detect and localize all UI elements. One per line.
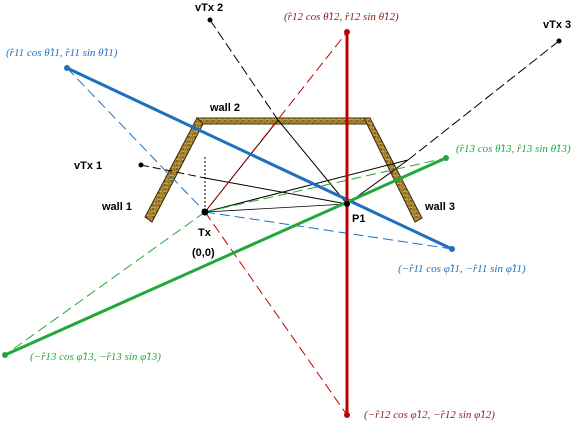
green-bottom-point [2, 352, 8, 358]
green-dashed-1 [204, 157, 447, 213]
vtx1-label: vTx 1 [74, 160, 102, 172]
vtx3-point [556, 38, 562, 44]
blue-solid-line [66, 66, 453, 251]
wall-1-shape [144, 117, 204, 223]
tx-point [201, 208, 209, 216]
red-top-coord-label: (r̂12 cos θ̂12, r̂12 sin θ̂12) [284, 11, 399, 23]
green-solid-line [4, 156, 447, 357]
vtx3-dashed-line [407, 40, 560, 161]
wall3-label: wall 3 [424, 201, 455, 213]
green-bottom-coord-label: (−r̂13 cos φ̂13, −r̂13 sin φ̂13) [30, 351, 161, 363]
tx-label: Tx [198, 227, 212, 239]
vtx2-dashed-line [209, 19, 279, 121]
red-dashed-1 [204, 31, 348, 213]
p1-point [344, 201, 350, 207]
green-dashed-2 [4, 211, 206, 356]
red-top-point [344, 29, 350, 35]
tx-to-p1-ray [204, 203, 348, 213]
origin-label: (0,0) [192, 247, 215, 259]
red-bottom-coord-label: (−r̂12 cos φ̂12, −r̂12 sin φ̂12) [364, 409, 495, 421]
red-dashed-2 [204, 211, 348, 416]
vtx2-label: vTx 2 [195, 2, 223, 14]
blue-dashed-1 [66, 67, 206, 213]
blue-dashed-2 [204, 211, 453, 250]
wall-2-shape [195, 117, 371, 125]
vtx1-dashed-line [140, 164, 206, 179]
blue-top-coord-label: (r̂11 cos θ̂11, r̂11 sin θ̂11) [6, 47, 118, 59]
p1-label: P1 [352, 213, 365, 225]
vtx1-point [138, 162, 144, 168]
blue-bottom-coord-label: (−r̂11 cos φ̂11, −r̂11 sin φ̂11) [398, 263, 526, 275]
ray-via-wall3 [204, 159, 409, 213]
green-top-point [443, 155, 449, 161]
blue-bottom-point [449, 246, 455, 252]
vtx2-point [207, 17, 213, 23]
wall-3-shape [363, 117, 423, 223]
wall1-label: wall 1 [101, 201, 132, 213]
green-top-coord-label: (r̂13 cos θ̂13, r̂13 sin θ̂13) [456, 143, 571, 155]
red-bottom-point [344, 412, 350, 418]
blue-top-point [64, 65, 70, 71]
wall2-label: wall 2 [209, 102, 240, 114]
vtx3-label: vTx 3 [543, 19, 571, 31]
